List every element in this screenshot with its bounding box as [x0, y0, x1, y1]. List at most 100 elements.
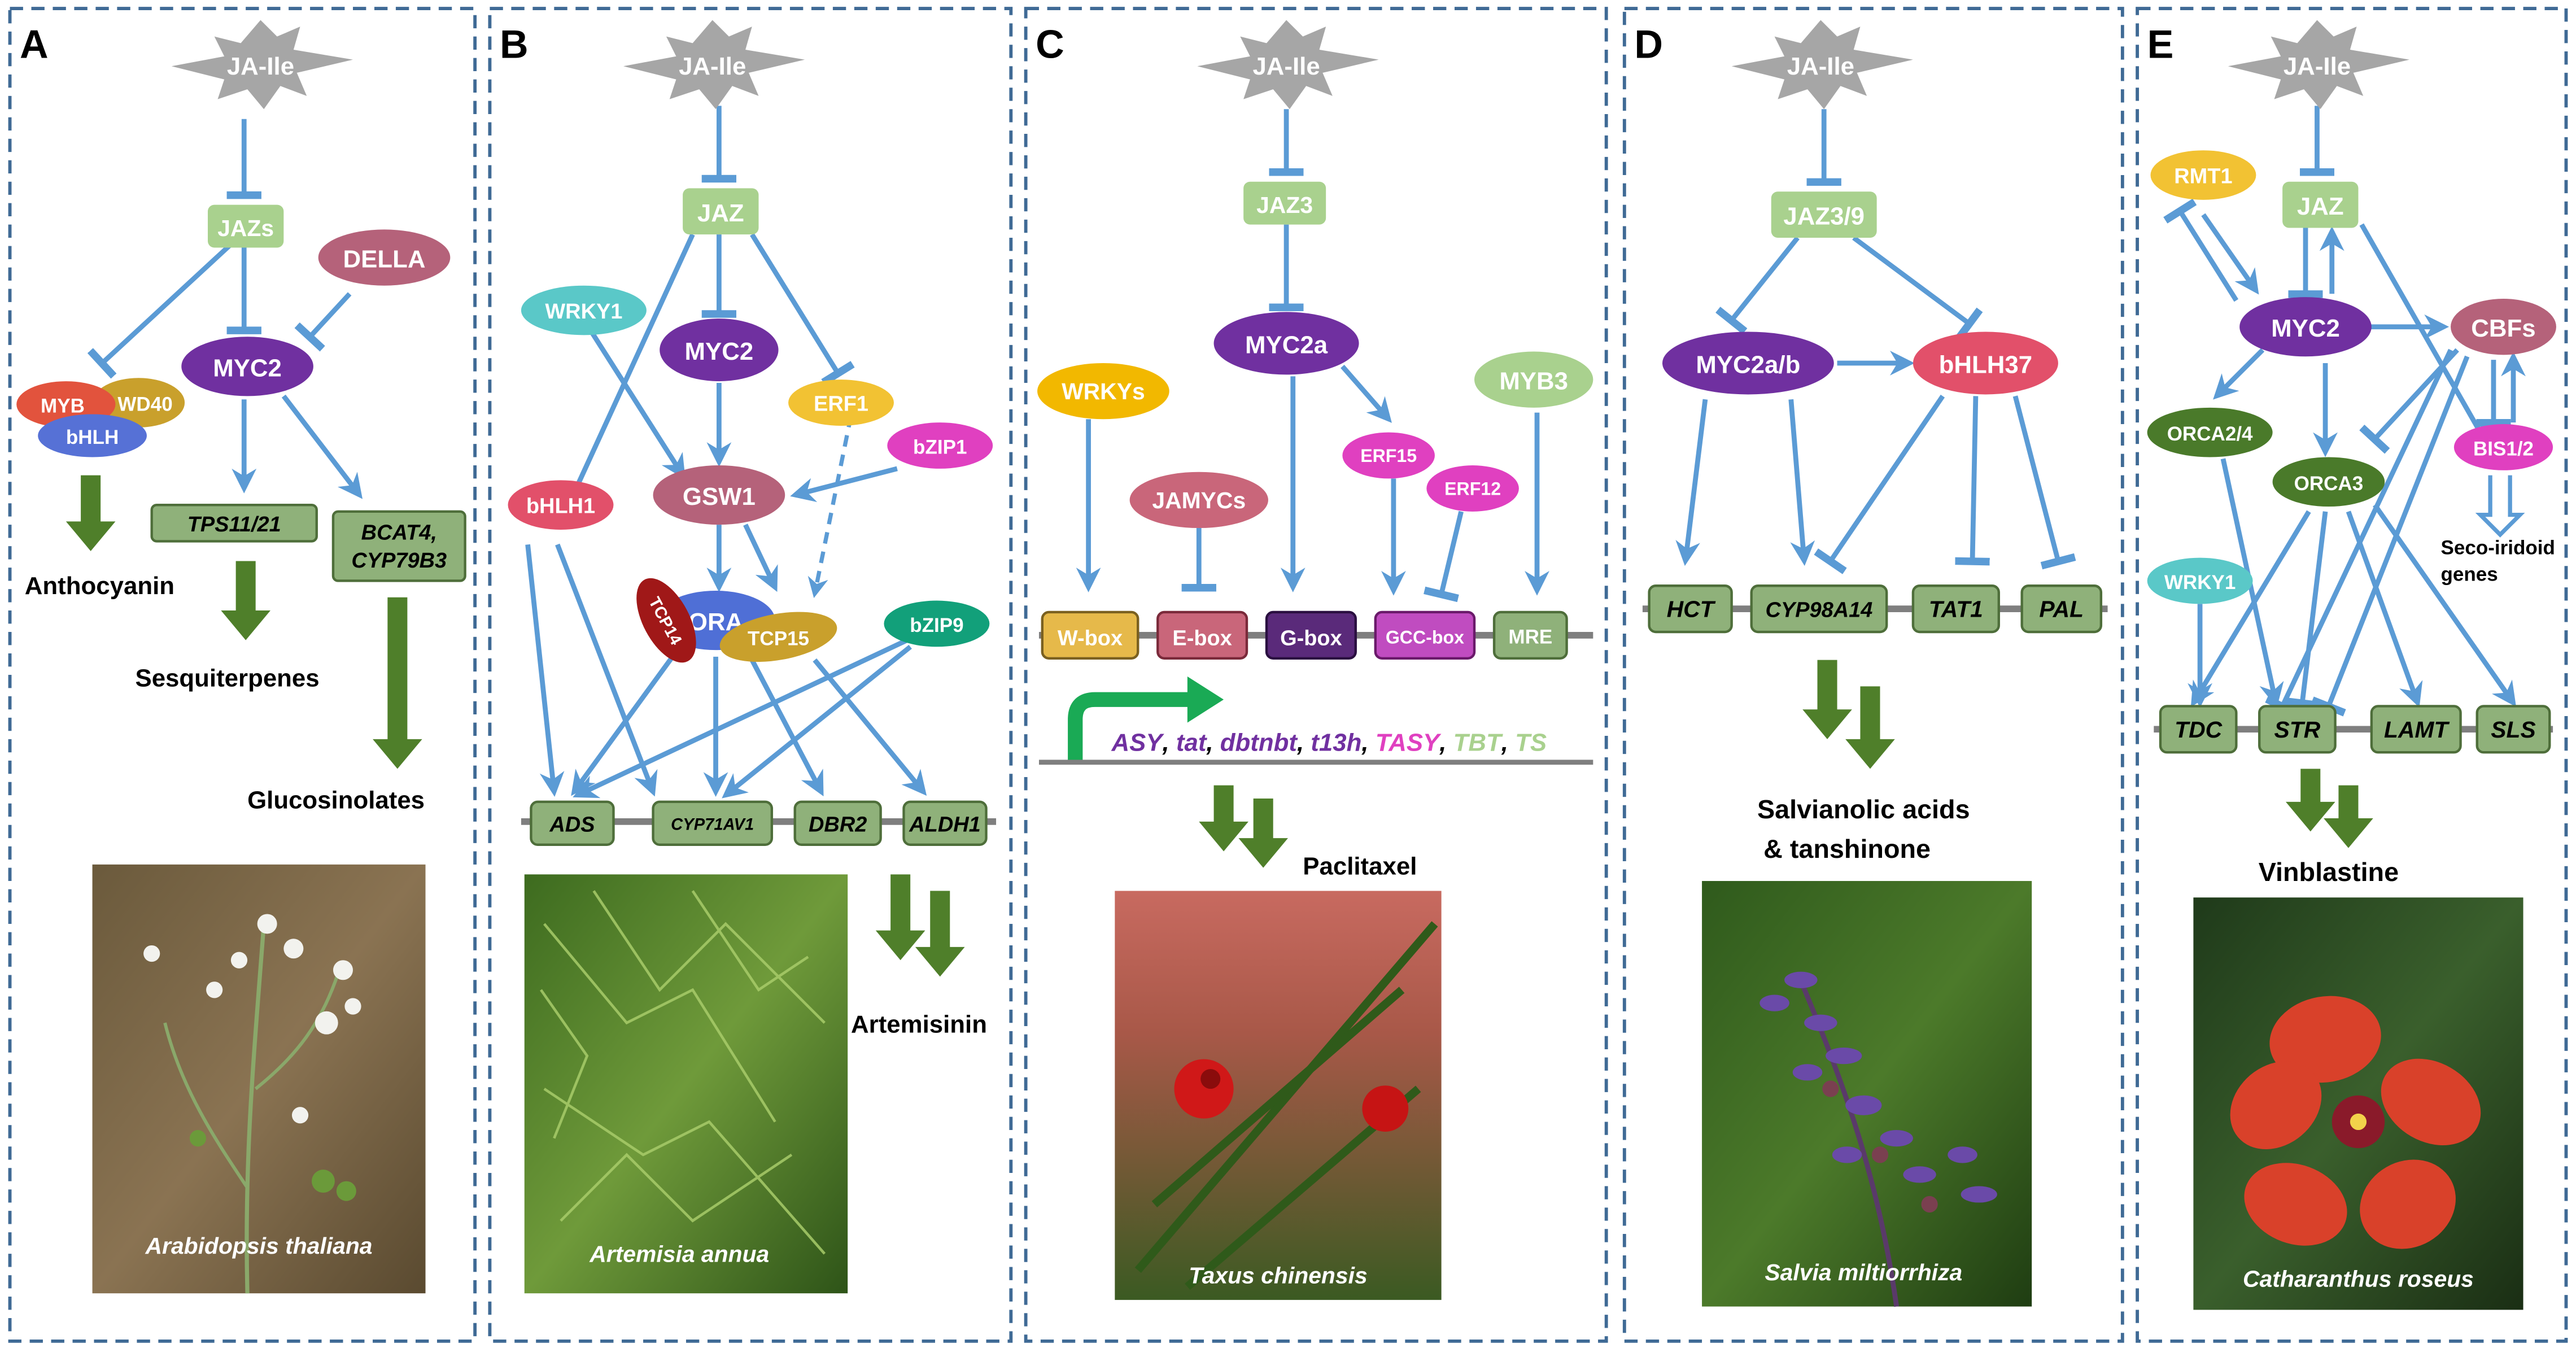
ja-ile-star [2228, 20, 2410, 110]
wrky-node [1037, 363, 1169, 420]
myc2-node [2239, 297, 2372, 357]
target-gene-10: TBT [1453, 728, 1503, 756]
bhlh-label: bHLH37 [1939, 351, 2032, 378]
bzip1-label: bZIP1 [913, 437, 967, 459]
promoter-label: G-box [1280, 626, 1342, 650]
myb-label: MYB [41, 395, 85, 417]
della-node [318, 229, 451, 286]
gene-label: LAMT [2384, 717, 2450, 743]
wrky-node [2147, 557, 2253, 604]
target-gene-2: tat [1176, 728, 1208, 756]
ja-ile-star [171, 20, 353, 110]
species-photo [1115, 891, 1442, 1300]
target-gene-1: , [1162, 728, 1176, 756]
gene-box-tdc [2159, 705, 2238, 754]
panel-letter: C [1036, 23, 1064, 67]
promoter-label: W-box [1058, 626, 1123, 650]
panel-c: C JA-Ile JAZ3 MYC2a WRKYs JAMYCs ERF15 E… [1024, 7, 1608, 1343]
gsw-label: GSW1 [683, 483, 756, 511]
myc2-label: MYC2 [213, 354, 282, 382]
myc2-node [181, 337, 313, 396]
gene-box-cyp71av1 [652, 800, 774, 846]
gsw-node [653, 465, 785, 525]
tcp15-label: TCP15 [748, 627, 809, 649]
erf12-node [1426, 465, 1519, 512]
promoter-label: E-box [1172, 626, 1232, 650]
product-label: Anthocyanin [25, 572, 174, 600]
gene-label: ALDH1 [909, 813, 981, 836]
ja-ile-star [1731, 20, 1913, 110]
target-gene-11: , [1501, 728, 1515, 756]
gene-box-pal [2020, 584, 2103, 634]
cbfs-node [2451, 299, 2556, 355]
jaz-node [2282, 181, 2359, 228]
product-label: Vinblastine [2259, 857, 2399, 887]
panel-d: D JA-Ile JAZ3/9 MYC2a/b bHLH37 HCT CYP98… [1622, 7, 2124, 1343]
product-label: Salvianolic acids [1757, 795, 1970, 824]
panel-letter: A [20, 23, 49, 67]
gene-label: ADS [549, 813, 595, 836]
output-arrow [1845, 686, 1895, 769]
bhlh-label: bHLH [66, 426, 119, 448]
panel-letter: B [500, 23, 529, 67]
promoter-box [1265, 610, 1357, 660]
erf-node [788, 379, 894, 426]
rmt-label: RMT1 [2174, 165, 2232, 189]
bhlh1-label: bHLH1 [526, 495, 595, 518]
promoter-box [1041, 610, 1139, 660]
gene-label: TPS11/21 [187, 513, 281, 536]
output-arrow [373, 597, 422, 769]
jaz-node [207, 204, 284, 248]
jamyc-label: JAMYCs [1152, 487, 1246, 513]
jaz-node [1243, 181, 1326, 225]
ja-ile-label: JA-Ile [1787, 53, 1854, 80]
ja-ile-label: JA-Ile [1252, 53, 1320, 80]
tcp15-node [719, 612, 837, 662]
output-arrow [66, 475, 116, 551]
gene-box-tat1 [1911, 584, 2000, 634]
species-photo [524, 874, 848, 1294]
promoter-box [1374, 610, 1476, 660]
promoter-box [1492, 610, 1568, 660]
jaz-label: JAZ3 [1256, 192, 1313, 218]
myc2-node [1213, 312, 1359, 375]
jaz-label: JAZ [2297, 193, 2344, 220]
wrky-label: WRKYs [1062, 378, 1145, 404]
seco-label: Seco-iridoid [2441, 537, 2555, 559]
myb-label: MYB3 [1499, 368, 1568, 395]
promoter-box [1156, 610, 1248, 660]
jaz-label: JAZs [217, 215, 274, 241]
product-label: Glucosinolates [247, 787, 425, 814]
species-label: Salvia miltiorrhiza [1765, 1259, 1962, 1285]
myb-node [1474, 351, 1593, 408]
output-arrow [2324, 785, 2373, 848]
species-photo [2193, 897, 2523, 1310]
jaz-node [683, 188, 759, 235]
output-arrow [221, 561, 270, 640]
product-label: Sesquiterpenes [135, 664, 319, 692]
gene-label: PAL [2039, 596, 2084, 622]
orca3-node [2272, 457, 2385, 507]
panel-a: A JA-Ile JAZs DELLA MYC2 WD40 MYB bHLH T… [8, 7, 477, 1343]
bis-node [2453, 424, 2553, 470]
output-arrow [875, 874, 925, 961]
target-gene-6: t13h [1311, 728, 1361, 756]
output-arrow [915, 891, 965, 977]
bzip9-label: bZIP9 [910, 614, 963, 636]
jaz-node [1771, 191, 1877, 238]
ja-ile-label: JA-Ile [2284, 53, 2351, 80]
wrky-label: WRKY1 [2164, 572, 2236, 594]
cbfs-label: CBFs [2471, 315, 2535, 342]
gene-label: TDC [2175, 717, 2222, 743]
seco-arrow [2475, 475, 2525, 538]
species-label: Artemisia annua [589, 1241, 769, 1267]
myc2-label: MYC2a/b [1696, 351, 1800, 378]
gene-label: DBR2 [809, 813, 867, 836]
erf15-label: ERF15 [1360, 446, 1417, 466]
species-photo [1702, 881, 2032, 1307]
orca3-label: ORCA3 [2294, 473, 2364, 495]
orca24-node [2147, 407, 2273, 457]
erf15-node [1342, 432, 1435, 479]
